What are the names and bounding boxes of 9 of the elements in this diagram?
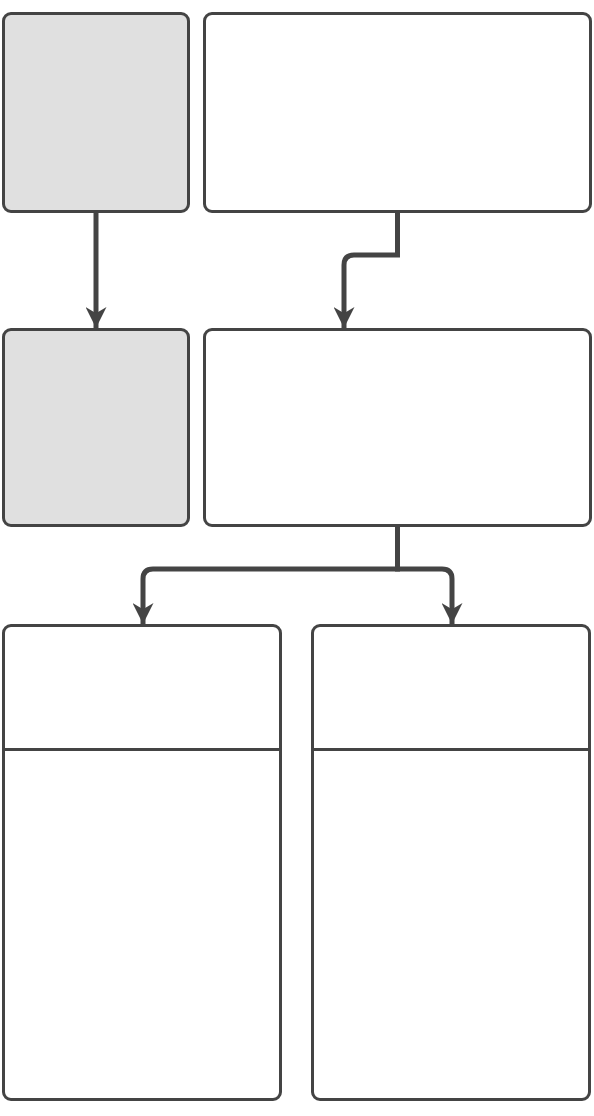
two-section-box (2, 624, 282, 1101)
rounded-box (203, 328, 592, 527)
arrow (333, 213, 400, 328)
rounded-box (2, 328, 190, 527)
arrow (395, 527, 463, 624)
two-section-box (311, 624, 591, 1101)
rounded-box (2, 12, 190, 213)
arrow (85, 213, 107, 328)
rounded-box (203, 12, 592, 213)
